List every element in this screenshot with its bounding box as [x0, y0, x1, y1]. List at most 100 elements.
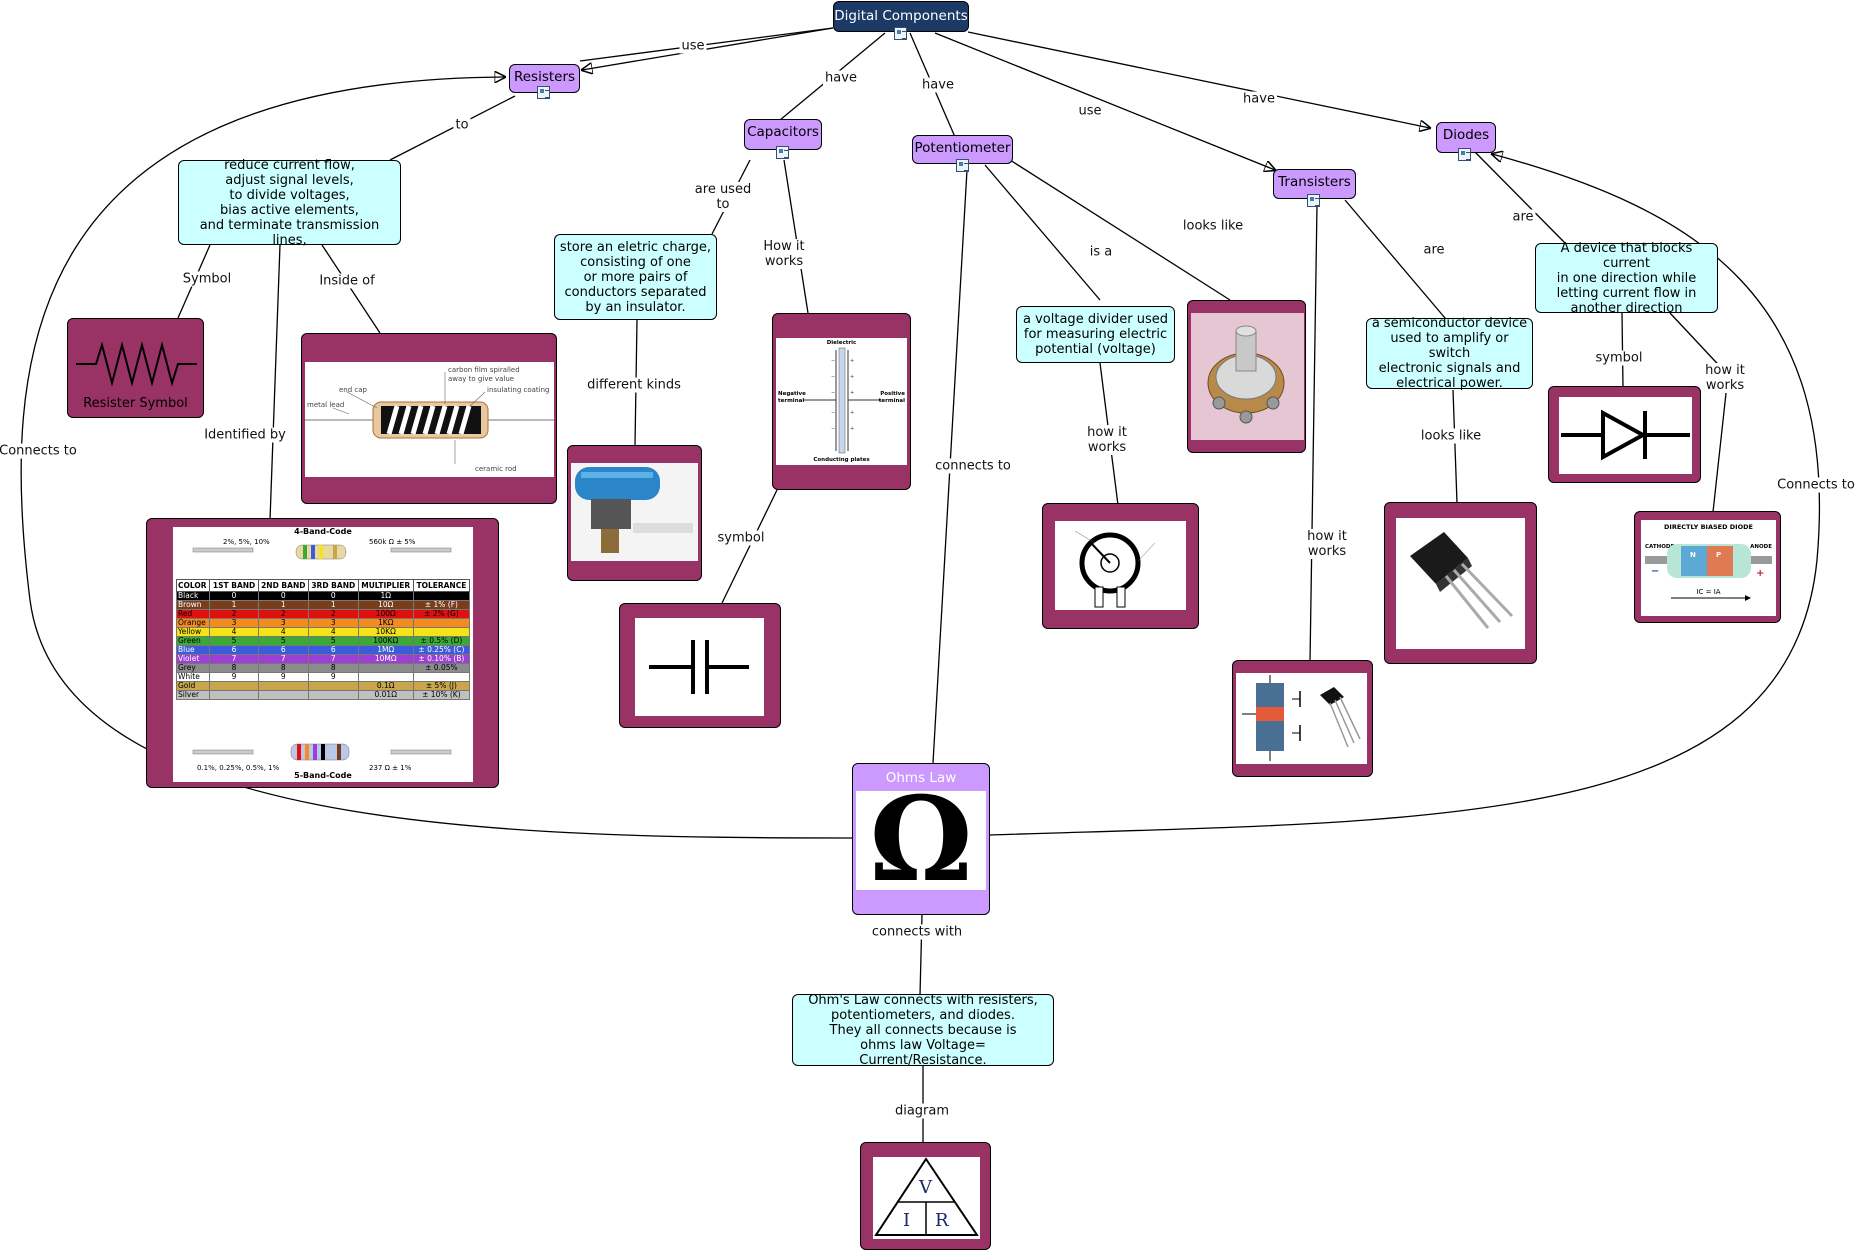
color-table-cell: 10MΩ	[357, 654, 414, 664]
transistor-diagram-image	[1236, 673, 1367, 764]
diode-symbol-image	[1559, 397, 1692, 474]
capacitor-field-diagram: −−−−− +++++	[803, 347, 881, 454]
resistor-zigzag-icon	[76, 341, 197, 387]
color-table-cell: ± 2% (G)	[412, 609, 471, 619]
omega-icon: Ω	[869, 791, 973, 890]
link-cap-how	[783, 159, 809, 314]
potentiometer-illustration	[1207, 325, 1285, 424]
five-band-right-note: 237 Ω ± 1%	[369, 764, 412, 772]
link-trans-are	[1344, 199, 1446, 319]
concept-label: Resisters	[513, 69, 576, 85]
diode-symbol-icon	[1561, 409, 1690, 461]
resister-symbol-caption: Resister Symbol	[83, 396, 188, 411]
diodes-description[interactable]: A device that blocks current in one dire…	[1535, 241, 1718, 316]
color-table-cell	[412, 618, 471, 628]
svg-text:+: +	[850, 410, 854, 416]
potentiometer-description[interactable]: a voltage divider used for measuring ele…	[1016, 306, 1175, 363]
concept-diodes[interactable]: Diodes	[1436, 122, 1496, 153]
svg-text:−: −	[831, 390, 835, 396]
link-label-are-used-to: are used to	[692, 182, 754, 212]
transisters-description[interactable]: a semiconductor device used to amplify o…	[1366, 316, 1533, 391]
color-table-header: COLOR 1ST BAND 2ND BAND 3RD BAND MULTIPL…	[175, 579, 471, 592]
vir-diagram-node[interactable]: V I R	[860, 1142, 991, 1250]
ohms-law-description[interactable]: Ohm's Law connects with resisters, poten…	[792, 993, 1054, 1068]
link-label-symbol: Symbol	[180, 271, 234, 287]
label-positive-terminal: Positive terminal	[878, 391, 905, 404]
link-ohm-diodes	[989, 154, 1821, 836]
vir-r: R	[935, 1210, 949, 1231]
potentiometer-diagram	[1074, 530, 1156, 608]
link-label-how-it-works: how it works	[1305, 529, 1349, 559]
capacitor-field-node[interactable]: −−−−− +++++ Dielectric Negative terminal…	[772, 313, 911, 490]
link-label-to: to	[453, 117, 471, 133]
potentiometer-photo	[1191, 313, 1304, 440]
label-insulating: insulating coating	[487, 386, 550, 394]
link-ohm-resisters	[20, 77, 853, 839]
concept-label: Transisters	[1278, 174, 1351, 190]
link-label-symbol: symbol	[1593, 350, 1645, 366]
concept-label: Potentiometer	[914, 140, 1011, 156]
capacitor-symbol-node[interactable]	[619, 603, 781, 728]
five-band-left-note: 0.1%, 0.25%, 0.5%, 1%	[197, 764, 280, 772]
diode-symbol-node[interactable]	[1548, 386, 1701, 483]
capacitors-description[interactable]: store an eletric charge, consisting of o…	[554, 234, 717, 320]
note-icon[interactable]	[894, 27, 907, 40]
five-band-resistor-icon	[192, 743, 452, 761]
capacitor-photo	[571, 463, 698, 561]
link-res-to	[389, 95, 516, 161]
label-n-region: N	[1690, 551, 1696, 559]
resisters-description[interactable]: reduce current flow, adjust signal level…	[178, 158, 401, 248]
capacitor-photo-illustration	[575, 467, 693, 553]
label-dielectric: Dielectric	[826, 340, 857, 346]
color-code-node[interactable]: 4-Band-Code 2%, 5%, 10% 560k Ω ± 5% COLO…	[146, 518, 499, 788]
link-have-diodes	[967, 31, 1430, 128]
vir-v: V	[919, 1177, 932, 1198]
link-label-connects-to: Connects to	[0, 443, 79, 459]
concept-ohms-law[interactable]: Ohms Law Ω	[852, 763, 990, 915]
transistor-diagram-node[interactable]	[1232, 660, 1373, 777]
four-band-left-note: 2%, 5%, 10%	[223, 538, 270, 546]
root-concept[interactable]: Digital Components	[833, 1, 969, 32]
svg-text:+: +	[850, 358, 854, 364]
svg-text:+: +	[850, 390, 854, 396]
link-diode-symbol	[1621, 312, 1624, 388]
link-label-symbol: symbol	[715, 530, 767, 546]
note-icon[interactable]	[537, 86, 550, 99]
link-pot-looks	[1009, 159, 1231, 301]
note-icon[interactable]	[1458, 148, 1471, 161]
capacitor-photo-node[interactable]	[567, 445, 702, 581]
biased-diode-node[interactable]: DIRECTLY BIASED DIODE CATHODE ANODE − + …	[1634, 511, 1781, 623]
color-table-cell: 9	[257, 672, 309, 682]
svg-text:+: +	[1756, 568, 1764, 579]
link-label-have: have	[920, 77, 956, 93]
color-code-table: COLOR 1ST BAND 2ND BAND 3RD BAND MULTIPL…	[175, 579, 471, 700]
header-cell: TOLERANCE	[412, 579, 471, 592]
link-diode-are	[1474, 151, 1566, 244]
five-band-title: 5-Band-Code	[294, 771, 352, 780]
vir-triangle-image: V I R	[873, 1157, 980, 1239]
resister-symbol-node[interactable]: Resister Symbol	[67, 318, 204, 418]
potentiometer-diagram-node[interactable]	[1042, 503, 1199, 629]
link-diode-how-2	[1712, 374, 1729, 513]
transistor-photo-node[interactable]	[1384, 502, 1537, 664]
transistor-illustration	[1410, 532, 1514, 629]
color-table-cell	[307, 681, 359, 691]
note-icon[interactable]	[776, 146, 789, 159]
concept-label: Diodes	[1442, 127, 1490, 143]
link-label-are: are	[1510, 209, 1536, 225]
label-negative-terminal: Negative terminal	[778, 391, 806, 404]
ohm-symbol-image: Ω	[856, 791, 986, 890]
link-label-connects-with: connects with	[869, 924, 965, 940]
header-cell: 3RD BAND	[307, 579, 359, 592]
note-icon[interactable]	[956, 159, 969, 172]
link-cap-symbol	[721, 489, 778, 604]
resistor-internal-node[interactable]: end cap metal lead carbon film spiralled…	[301, 333, 557, 504]
link-label-identified-by: Identified by	[202, 427, 288, 443]
concept-potentiometer[interactable]: Potentiometer	[912, 135, 1013, 164]
potentiometer-photo-node[interactable]	[1187, 300, 1306, 453]
note-icon[interactable]	[1307, 194, 1320, 207]
link-label-looks-like: looks like	[1180, 218, 1246, 234]
